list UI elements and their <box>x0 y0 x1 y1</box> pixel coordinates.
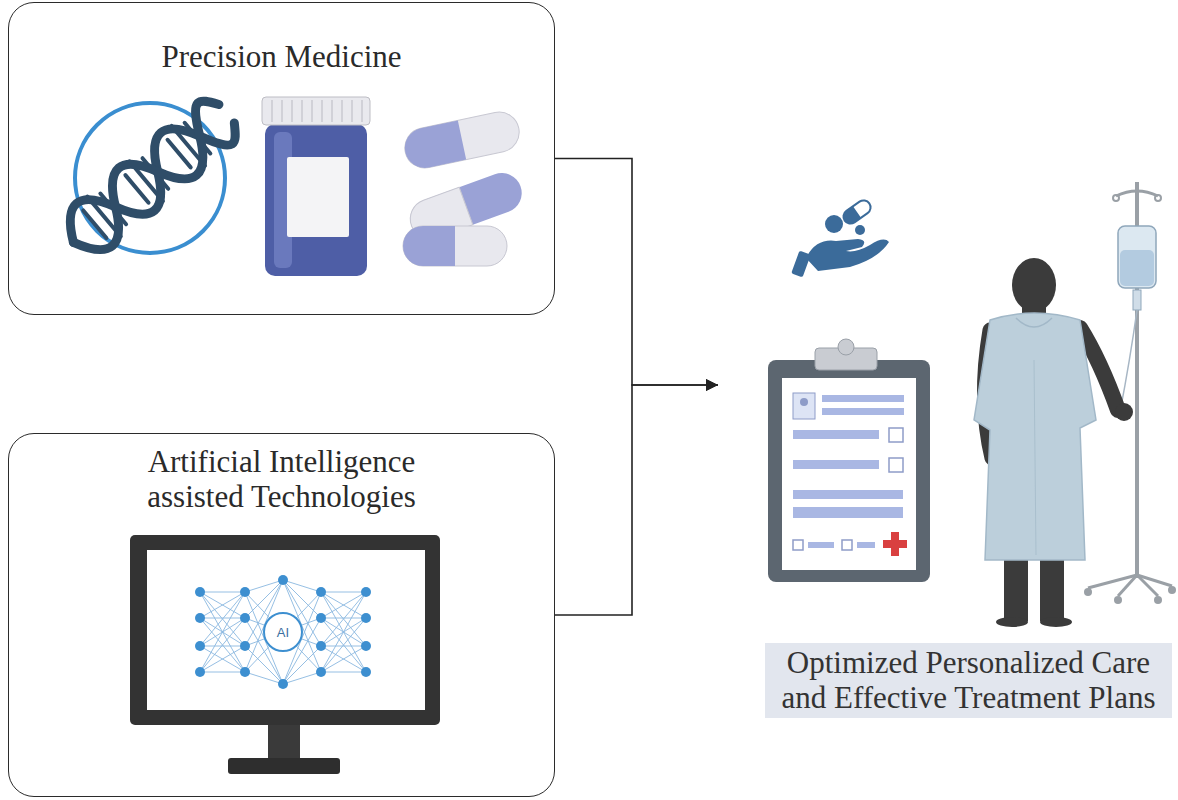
hand-pills-icon <box>791 198 889 278</box>
node-title: Optimized Personalized Care and Effectiv… <box>765 643 1172 718</box>
dna-icon <box>56 92 245 263</box>
patient-iv-illustration <box>974 182 1176 627</box>
pill-bottle-icon <box>262 97 370 276</box>
flow-arrow <box>555 159 718 386</box>
category-box: Precision Medicine <box>8 2 555 315</box>
category-box: Artificial Intelligence assisted Technol… <box>8 433 555 797</box>
node-title: Artificial Intelligence assisted Technol… <box>132 444 432 514</box>
capsule-icons <box>401 108 527 266</box>
outcome-region: Optimized Personalized Care and Effectiv… <box>718 100 1173 670</box>
clipboard-icon <box>768 339 930 582</box>
monitor-icon <box>130 535 440 774</box>
node-title: Precision Medicine <box>9 39 554 75</box>
flow-arrow <box>555 385 718 615</box>
